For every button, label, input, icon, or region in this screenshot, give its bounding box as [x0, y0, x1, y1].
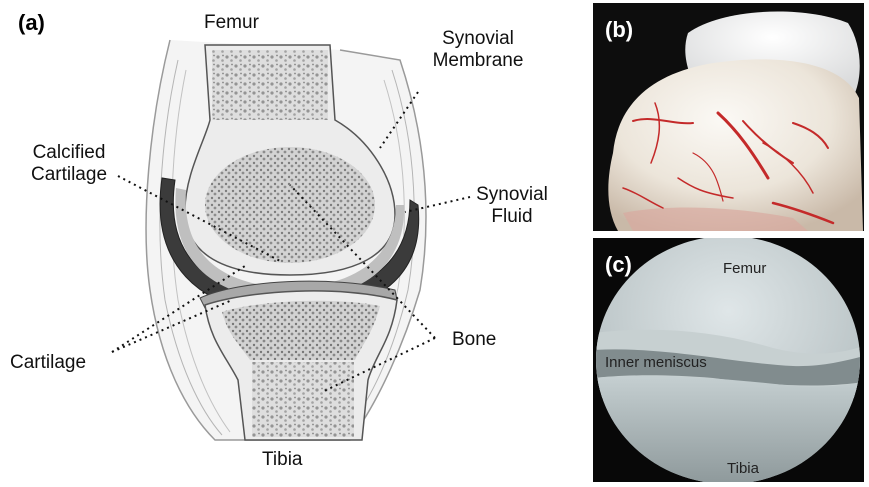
cartilage-label: Cartilage [10, 352, 86, 374]
calcified-cartilage-label-line1: Calcified [14, 142, 124, 164]
synovial-fluid-label-line2: Fluid [462, 206, 562, 228]
synovial-membrane-label-line1: Synovial [418, 28, 538, 50]
tibia-label: Tibia [262, 449, 302, 471]
scope-femur-label: Femur [723, 260, 766, 277]
calcified-cartilage-label: Calcified Cartilage [14, 142, 124, 186]
panel-c-letter: (c) [605, 252, 632, 278]
scope-tibia-label: Tibia [727, 460, 759, 477]
panel-b-letter: (b) [605, 17, 633, 43]
synovial-fluid-label: Synovial Fluid [462, 184, 562, 228]
calcified-cartilage-label-line2: Cartilage [14, 164, 124, 186]
scope-meniscus-label: Inner meniscus [605, 354, 707, 371]
synovial-membrane-label: Synovial Membrane [418, 28, 538, 72]
femoral-condyle-photo [593, 3, 864, 231]
panel-a-letter: (a) [18, 10, 45, 36]
panel-c-arthroscopy: (c) Femur Inner meniscus Tibia [593, 238, 864, 482]
synovial-membrane-label-line2: Membrane [418, 50, 538, 72]
femur-label: Femur [204, 12, 259, 34]
synovial-fluid-label-line1: Synovial [462, 184, 562, 206]
knee-joint-diagram [0, 0, 590, 487]
bone-label: Bone [452, 329, 496, 351]
panel-b-photo: (b) [593, 3, 864, 231]
